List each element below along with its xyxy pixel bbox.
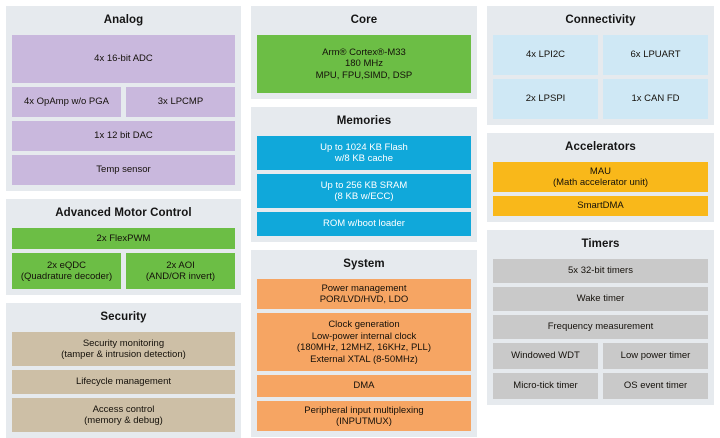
panel-title-connectivity: Connectivity	[565, 14, 636, 26]
panel-title-core: Core	[350, 14, 378, 26]
panel-title-memories: Memories	[336, 115, 392, 127]
panel-advanced-motor-control: Advanced Motor Control 2x FlexPWM 2x eQDC …	[6, 199, 241, 295]
block-up-to-1024-kb-flash-w8-kb-cache[interactable]: Up to 1024 KB Flash w/8 KB cache	[256, 136, 471, 170]
block-row: 5x 32-bit timers	[492, 259, 708, 283]
block-arm-cortex-m33-180-mhz-mpu-fpusimd-dsp[interactable]: Arm® Cortex®-M33 180 MHz MPU, FPU,SIMD, …	[256, 35, 471, 93]
block-2x-aoi-andor-invert[interactable]: 2x AOI (AND/OR invert)	[125, 253, 235, 289]
block-1x-12-bit-dac[interactable]: 1x 12 bit DAC	[12, 121, 235, 151]
block-row: Clock generation Low-power internal cloc…	[256, 313, 471, 371]
block-1x-can-fd[interactable]: 1x CAN FD	[603, 79, 709, 119]
block-rom-wboot-loader[interactable]: ROM w/boot loader	[256, 212, 471, 236]
panel-title-accelerators: Accelerators	[565, 141, 636, 153]
block-row: Peripheral input multiplexing (INPUTMUX)	[256, 401, 471, 431]
panel-title-timers: Timers	[581, 238, 620, 250]
block-row: Frequency measurement	[492, 315, 708, 339]
block-row: ROM w/boot loader	[256, 212, 471, 236]
panel-title-advanced-motor-control: Advanced Motor Control	[55, 207, 192, 219]
block-3x-lpcmp[interactable]: 3x LPCMP	[125, 87, 235, 117]
block-mau-math-accelerator-unit[interactable]: MAU (Math accelerator unit)	[492, 162, 708, 192]
block-row: 1x 12 bit DAC	[12, 121, 235, 151]
block-row: MAU (Math accelerator unit)	[492, 162, 708, 192]
panel-memories: Memories Up to 1024 KB Flash w/8 KB cache…	[250, 107, 477, 242]
block-frequency-measurement[interactable]: Frequency measurement	[492, 315, 708, 339]
block-low-power-timer[interactable]: Low power timer	[603, 343, 709, 369]
block-temp-sensor[interactable]: Temp sensor	[12, 155, 235, 185]
block-2x-lpspi[interactable]: 2x LPSPI	[492, 79, 598, 119]
block-row: Lifecycle management	[12, 370, 235, 394]
block-row: 2x FlexPWM	[12, 228, 235, 249]
block-6x-lpuart[interactable]: 6x LPUART	[603, 35, 709, 75]
block-4x-opamp-wo-pga[interactable]: 4x OpAmp w/o PGA	[12, 87, 121, 117]
block-power-management-porlvdhvd-ldo[interactable]: Power management POR/LVD/HVD, LDO	[256, 279, 471, 309]
block-os-event-timer[interactable]: OS event timer	[603, 373, 709, 399]
block-row: Arm® Cortex®-M33 180 MHz MPU, FPU,SIMD, …	[256, 35, 471, 93]
block-row: Power management POR/LVD/HVD, LDO	[256, 279, 471, 309]
block-lifecycle-management[interactable]: Lifecycle management	[12, 370, 235, 394]
panel-title-analog: Analog	[103, 14, 144, 26]
block-2x-flexpwm[interactable]: 2x FlexPWM	[12, 228, 235, 249]
block-smartdma[interactable]: SmartDMA	[492, 196, 708, 216]
block-micro-tick-timer[interactable]: Micro-tick timer	[492, 373, 598, 399]
block-4x-16-bit-adc[interactable]: 4x 16-bit ADC	[12, 35, 235, 83]
block-up-to-256-kb-sram-8-kb-wecc[interactable]: Up to 256 KB SRAM (8 KB w/ECC)	[256, 174, 471, 208]
block-row: Wake timer	[492, 287, 708, 311]
block-row: Security monitoring (tamper & intrusion …	[12, 332, 235, 366]
block-row: 4x 16-bit ADC	[12, 35, 235, 83]
block-access-control-memory-debug[interactable]: Access control (memory & debug)	[12, 398, 235, 432]
block-5x-32-bit-timers[interactable]: 5x 32-bit timers	[492, 259, 708, 283]
block-row: 2x eQDC (Quadrature decoder)2x AOI (AND/…	[12, 253, 235, 289]
block-row: SmartDMA	[492, 196, 708, 216]
panel-title-security: Security	[100, 311, 147, 323]
panel-title-system: System	[343, 258, 385, 270]
block-wake-timer[interactable]: Wake timer	[492, 287, 708, 311]
block-row: Up to 1024 KB Flash w/8 KB cache	[256, 136, 471, 170]
block-dma[interactable]: DMA	[256, 375, 471, 397]
block-security-monitoring-tamper-intrusion-detection[interactable]: Security monitoring (tamper & intrusion …	[12, 332, 235, 366]
block-clock-generation-low-power-internal-clock-180m[interactable]: Clock generation Low-power internal cloc…	[256, 313, 471, 371]
block-row: Up to 256 KB SRAM (8 KB w/ECC)	[256, 174, 471, 208]
block-2x-eqdc-quadrature-decoder[interactable]: 2x eQDC (Quadrature decoder)	[12, 253, 121, 289]
block-row: Temp sensor	[12, 155, 235, 185]
block-row: DMA	[256, 375, 471, 397]
block-4x-lpi2c[interactable]: 4x LPI2C	[492, 35, 598, 75]
block-windowed-wdt[interactable]: Windowed WDT	[492, 343, 598, 369]
block-peripheral-input-multiplexing-inputmux[interactable]: Peripheral input multiplexing (INPUTMUX)	[256, 401, 471, 431]
block-row: Access control (memory & debug)	[12, 398, 235, 432]
